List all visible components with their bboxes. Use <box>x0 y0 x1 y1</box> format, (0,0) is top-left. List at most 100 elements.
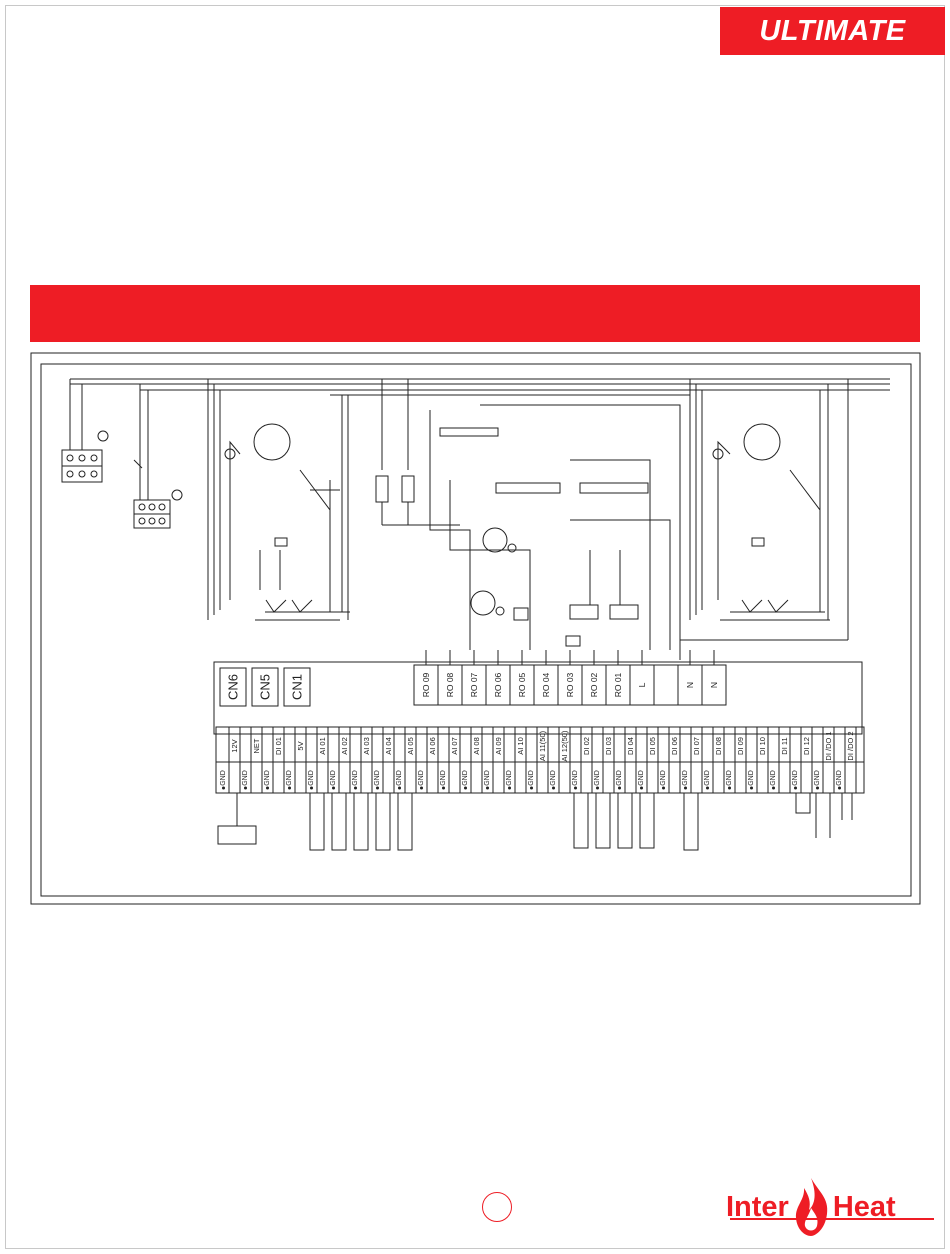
terminal-rail-top <box>439 427 499 437</box>
relay-output-label: RO 09 <box>421 672 431 697</box>
relay-output-label: N <box>709 682 719 688</box>
input-label: AI 11(50) <box>538 730 547 761</box>
logo-word-left: Inter <box>726 1190 789 1223</box>
relay-output-label: RO 06 <box>493 672 503 697</box>
relay-output-label: RO 03 <box>565 672 575 697</box>
input-label: AI 07 <box>450 737 459 755</box>
digital-input-switches <box>573 793 699 851</box>
gnd-label: GND <box>770 770 777 786</box>
input-label: AI 10 <box>516 737 525 755</box>
input-label: DI /DO 1 <box>824 731 833 760</box>
terminal-dot <box>552 786 555 790</box>
section-banner <box>30 285 920 342</box>
terminal-dot <box>684 786 687 790</box>
gnd-label: GND <box>440 770 447 786</box>
input-label: AI 06 <box>428 737 437 755</box>
connector-label: CN6 <box>226 674 241 700</box>
gnd-label: GND <box>638 770 645 786</box>
gnd-label: GND <box>506 770 513 786</box>
diagram-outer-frame <box>30 352 921 905</box>
relay-coil-2 <box>565 635 581 647</box>
gnd-label: GND <box>308 770 315 786</box>
input-label: DI 12 <box>802 737 811 755</box>
relay-output-label: RO 01 <box>613 672 623 697</box>
terminal-dot <box>662 786 665 790</box>
input-label: DI 03 <box>604 737 613 755</box>
input-label: NET <box>252 738 261 753</box>
gnd-label: GND <box>242 770 249 786</box>
connector-label: CN5 <box>258 674 273 700</box>
input-label: DI 02 <box>582 737 591 755</box>
gnd-label: GND <box>418 770 425 786</box>
terminal-dot <box>420 786 423 790</box>
connector-label: CN1 <box>290 674 305 700</box>
input-label: AI 01 <box>318 737 327 755</box>
power-terminal-block <box>61 379 109 483</box>
logo-underline <box>730 1218 934 1220</box>
temperature-sensor-probes <box>309 793 413 851</box>
gnd-label: GND <box>264 770 271 786</box>
terminal-dot <box>486 786 489 790</box>
input-label: DI 06 <box>670 737 679 755</box>
gnd-label: GND <box>726 770 733 786</box>
terminal-dot <box>310 786 313 790</box>
relay-output-label: L <box>637 682 647 687</box>
gnd-label: GND <box>660 770 667 786</box>
page-number-circle <box>482 1192 512 1222</box>
input-label: AI 05 <box>406 737 415 755</box>
input-label: DI /DO 2 <box>846 731 855 760</box>
gnd-label: GND <box>704 770 711 786</box>
input-label: AI 12(50) <box>560 730 569 761</box>
page-frame <box>5 5 945 1249</box>
input-label: DI 11 <box>780 737 789 754</box>
terminal-dot <box>640 786 643 790</box>
valve-actuator-2 <box>609 604 639 620</box>
relay-output-label: RO 08 <box>445 672 455 697</box>
gnd-label: GND <box>836 770 843 786</box>
terminal-dot <box>244 786 247 790</box>
gnd-label: GND <box>616 770 623 786</box>
input-label: DI 04 <box>626 737 635 755</box>
secondary-terminal-block <box>133 384 183 529</box>
terminal-dot <box>442 786 445 790</box>
input-label: DI 08 <box>714 737 723 755</box>
gnd-label: GND <box>396 770 403 786</box>
gnd-label: GND <box>286 770 293 786</box>
input-label: DI 01 <box>274 737 283 755</box>
terminal-dot <box>596 786 599 790</box>
gnd-label: GND <box>484 770 491 786</box>
flame-icon <box>795 1178 828 1236</box>
heater-elements <box>375 379 460 526</box>
gnd-label: GND <box>814 770 821 786</box>
terminal-dot <box>376 786 379 790</box>
gnd-label: GND <box>792 770 799 786</box>
terminal-dot <box>706 786 709 790</box>
right-fan-motor-group <box>680 379 849 641</box>
input-label: AI 03 <box>362 737 371 755</box>
terminal-dot <box>288 786 291 790</box>
gnd-label: GND <box>462 770 469 786</box>
gnd-label: GND <box>528 770 535 786</box>
terminal-dot <box>530 786 533 790</box>
connector-box <box>283 667 311 707</box>
terminal-dot <box>816 786 819 790</box>
relay-output-label: N <box>685 682 695 688</box>
diagram-inner-frame <box>40 363 912 897</box>
input-label: DI 05 <box>648 737 657 755</box>
input-terminal-block <box>215 726 865 794</box>
gnd-label: GND <box>594 770 601 786</box>
di-do-arrows <box>795 792 853 838</box>
input-label: DI 09 <box>736 737 745 755</box>
terminal-dot <box>332 786 335 790</box>
terminal-dot <box>838 786 841 790</box>
terminal-dot <box>266 786 269 790</box>
gnd-label: GND <box>352 770 359 786</box>
gnd-label: GND <box>550 770 557 786</box>
gnd-label: GND <box>220 770 227 786</box>
terminal-rail-middle <box>495 482 561 494</box>
input-label: AI 09 <box>494 737 503 755</box>
terminal-dot <box>398 786 401 790</box>
terminal-dot <box>354 786 357 790</box>
gnd-label: GND <box>748 770 755 786</box>
terminal-dot <box>464 786 467 790</box>
